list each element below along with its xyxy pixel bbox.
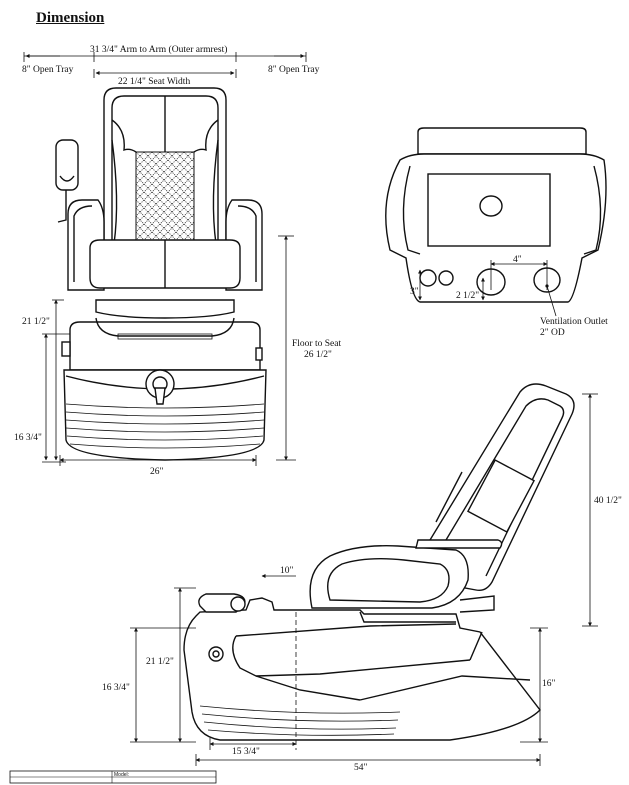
- page-title: Dimension: [36, 10, 105, 26]
- side-length-54-label: 54": [354, 763, 368, 773]
- side-dim-10-label: 10": [280, 566, 294, 576]
- front-open-tray: [55, 139, 79, 223]
- ventilation-size: 2" OD: [540, 328, 565, 338]
- model-label: Model:: [114, 772, 129, 778]
- title-block: Model:: [9, 770, 217, 784]
- front-height-21-label: 21 1/2": [22, 317, 50, 327]
- side-dimensions: [130, 393, 598, 766]
- arm-to-arm-label: 31 3/4" Arm to Arm (Outer armrest): [90, 44, 227, 55]
- side-view: 40 1/2" 10" 21 1/2" 16 3/4" 16" 15 3/4" …: [102, 383, 622, 773]
- base-width-label: 26": [150, 467, 164, 477]
- rear-view: 4" 3" 2 1/2" Ventilation Outlet 2" OD: [385, 127, 608, 338]
- floor-to-seat-value: 26 1/2": [304, 350, 332, 360]
- side-basin: [183, 593, 541, 741]
- front-seat-cushion: [89, 239, 241, 289]
- front-height-dimensions: [42, 235, 296, 466]
- side-height-16-left-label: 16 3/4": [102, 683, 130, 693]
- ventilation-label: Ventilation Outlet: [540, 317, 608, 327]
- side-depth-15-label: 15 3/4": [232, 747, 260, 757]
- side-backrest: [429, 383, 575, 592]
- side-seat-armrest: [309, 539, 503, 613]
- open-tray-right-label: 8" Open Tray: [268, 65, 320, 75]
- front-height-16-label: 16 3/4": [14, 433, 42, 443]
- front-view: 31 3/4" Arm to Arm (Outer armrest) 8" Op…: [14, 44, 341, 477]
- seat-width-label: 22 1/4" Seat Width: [118, 77, 190, 87]
- front-basin: [61, 299, 267, 461]
- side-height-16-right-label: 16": [542, 679, 556, 689]
- side-height-40-label: 40 1/2": [594, 496, 622, 506]
- front-dimensions: [23, 52, 307, 78]
- rear-dim-2-half-label: 2 1/2": [456, 291, 479, 301]
- rear-dim-4-label: 4": [513, 255, 522, 265]
- rear-dim-3-label: 3": [410, 287, 419, 297]
- open-tray-left-label: 8" Open Tray: [22, 65, 74, 75]
- side-height-21-label: 21 1/2": [146, 657, 174, 667]
- floor-to-seat-label: Floor to Seat: [292, 339, 341, 349]
